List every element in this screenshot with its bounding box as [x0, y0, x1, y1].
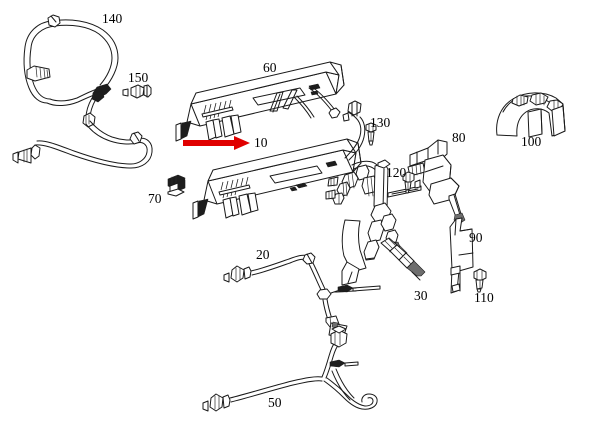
part-150-hex-bolt-small — [122, 84, 152, 99]
part-100-cover-shroud — [496, 92, 566, 138]
callout-50: 50 — [268, 395, 282, 410]
callout-120: 120 — [386, 165, 407, 180]
part-120-screw-fastener — [402, 171, 415, 194]
callout-20: 20 — [256, 247, 270, 262]
part-130-stud-bolt — [365, 122, 377, 146]
part-60-upper-rail-bracket — [175, 61, 345, 142]
callout-90: 90 — [469, 230, 483, 245]
callout-30: 30 — [414, 288, 428, 303]
callout-130: 130 — [370, 115, 391, 130]
callout-100: 100 — [521, 134, 542, 149]
part-70-retaining-clip — [167, 174, 186, 197]
callout-10: 10 — [254, 135, 268, 150]
callout-150: 150 — [128, 70, 149, 85]
callout-80: 80 — [452, 130, 466, 145]
part-90-mounting-bracket-blade — [449, 217, 474, 294]
callout-110: 110 — [474, 290, 494, 305]
part-140-engine-wiring-harness-loop — [12, 14, 153, 169]
callout-140: 140 — [102, 11, 123, 26]
part-80-connector-housing-bracket — [407, 139, 466, 225]
part-20-sensor-cable-upper — [223, 252, 381, 339]
callout-60: 60 — [263, 60, 277, 75]
part-10-lower-rail-harness-assembly — [192, 100, 422, 286]
part-30-sensor-probe — [380, 237, 426, 281]
callout-70: 70 — [148, 191, 162, 206]
part-110-bolt-fastener — [473, 268, 487, 293]
red-pointer-arrow — [183, 136, 250, 150]
part-50-sensor-cable-lower — [202, 325, 378, 412]
